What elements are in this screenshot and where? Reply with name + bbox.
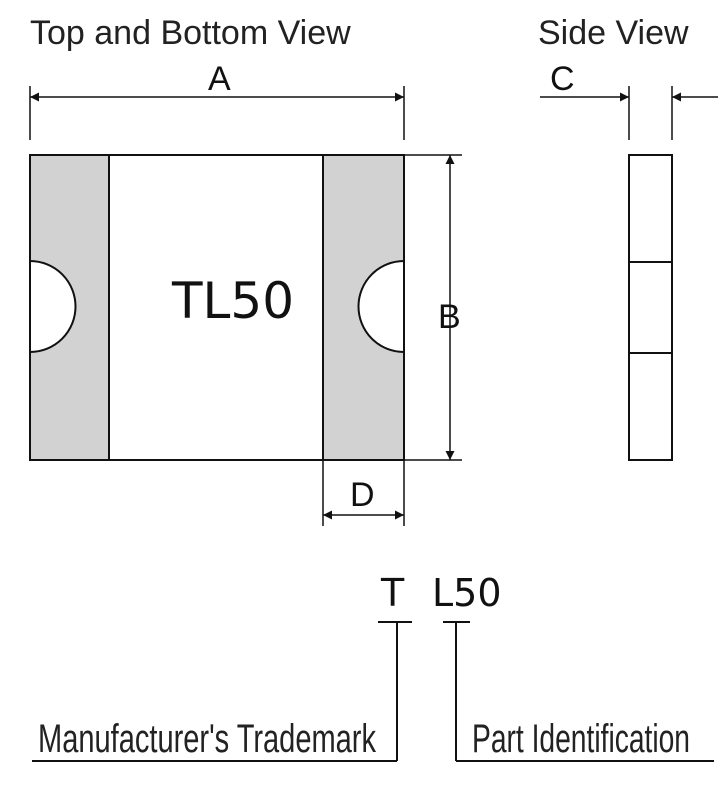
part-id-caption: Part Identification — [472, 717, 690, 761]
dimension-c-label: C — [550, 60, 575, 98]
left-terminal — [29, 154, 110, 461]
dimension-d-label: D — [350, 476, 375, 514]
dimension-b — [404, 154, 462, 461]
side-view-title: Side View — [538, 14, 689, 52]
top-bottom-view-title: Top and Bottom View — [30, 14, 351, 52]
device-marking: TL50 — [171, 272, 294, 330]
dimension-b-label: B — [438, 298, 461, 336]
part-code: L50 — [432, 571, 502, 615]
dimension-c — [540, 86, 718, 140]
right-terminal — [322, 154, 405, 461]
dimension-a-label: A — [208, 60, 231, 98]
legend-leaders — [32, 621, 714, 762]
trademark-caption: Manufacturer's Trademark — [38, 717, 377, 761]
package-top-view: TL50 — [29, 154, 405, 461]
dimension-d — [322, 460, 405, 526]
trademark-code: T — [380, 571, 405, 615]
dimension-a — [29, 86, 405, 140]
package-side-view — [628, 154, 673, 461]
